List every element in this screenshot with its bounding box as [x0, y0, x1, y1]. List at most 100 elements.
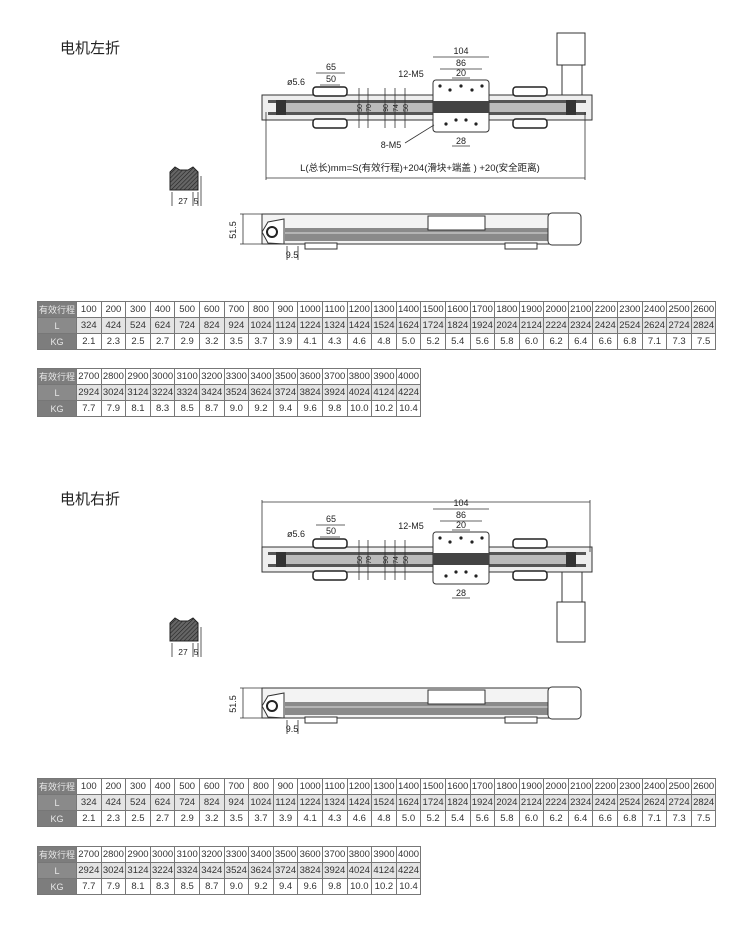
table-cell: 1224	[297, 317, 323, 334]
table-cell: 3900	[371, 846, 397, 863]
table-cell: 7.3	[666, 810, 692, 827]
table-cell: 4224	[395, 384, 422, 401]
table-cell: 2324	[567, 794, 594, 811]
table-cell: 8.5	[174, 878, 200, 895]
pulley-icon	[266, 700, 278, 712]
mounting-foot	[312, 538, 348, 549]
side-foot	[304, 242, 338, 250]
table-cell: 10.0	[346, 400, 373, 417]
table-cell: 2924	[76, 384, 102, 401]
mount-hole	[464, 118, 468, 122]
table-cell: 3024	[100, 862, 127, 879]
table-cell: 8.5	[174, 400, 200, 417]
mount-hole	[444, 122, 448, 126]
table-cell: 4000	[395, 368, 422, 385]
dim-51-5: 51.5	[228, 221, 238, 239]
dim-hole-diameter: ø5.6	[287, 77, 305, 87]
dim-20: 20	[456, 68, 466, 78]
dim-9-5: 9.5	[286, 250, 299, 260]
table-cell: 924	[223, 317, 250, 334]
table-cell: 7.1	[641, 333, 668, 350]
table-cell: 3224	[149, 384, 176, 401]
dim-vertical-v2: 70	[366, 556, 373, 564]
rail-edge	[268, 100, 586, 103]
table-cell: 3.9	[272, 333, 299, 350]
table-cell: 300	[125, 301, 151, 318]
table-cell: 1824	[444, 317, 471, 334]
table-cell: 5.4	[444, 810, 471, 827]
table-cell: 2224	[543, 317, 569, 334]
table-cell: 10.4	[395, 878, 422, 895]
table-cell: 3400	[248, 368, 274, 385]
table-cell: 600	[198, 778, 225, 795]
table-cell: 6.4	[567, 810, 594, 827]
mount-hole	[438, 84, 442, 88]
table-cell: 2900	[125, 368, 151, 385]
table-cell: 424	[100, 317, 127, 334]
section-title-left-motor: 电机左折	[60, 39, 121, 57]
table-cell: 3524	[223, 384, 250, 401]
table-cell: 2100	[567, 301, 594, 318]
table-cell: 2.5	[125, 333, 151, 350]
row-header: L	[37, 794, 77, 811]
table-cell: 100	[76, 778, 102, 795]
side-motor	[547, 212, 582, 246]
table-cell: 2.5	[125, 810, 151, 827]
table-cell: 1600	[444, 778, 471, 795]
table-cell: 3624	[248, 384, 274, 401]
dim-86: 86	[456, 58, 466, 68]
table-cell: 8.7	[198, 878, 225, 895]
side-carriage	[427, 689, 486, 705]
table-cell: 1800	[494, 301, 520, 318]
table-cell: 2600	[690, 301, 717, 318]
dim-hole-diameter: ø5.6	[287, 529, 305, 539]
table-cell: 5.6	[469, 333, 496, 350]
table-cell: 2.3	[100, 333, 127, 350]
table-cell: 9.2	[248, 878, 274, 895]
rail-edge	[268, 564, 586, 567]
table-cell: 4124	[371, 384, 397, 401]
table-cell: 724	[174, 794, 200, 811]
table-cell: 3100	[174, 846, 200, 863]
row-header: L	[37, 384, 77, 401]
table-cell: 2.7	[149, 810, 176, 827]
table-cell: 9.8	[321, 878, 348, 895]
table-cell: 2524	[617, 317, 643, 334]
table-cell: 5.0	[395, 333, 422, 350]
dim-27: 27	[178, 196, 188, 206]
dim-vertical-v5: 50	[403, 556, 410, 564]
table-cell: 5.8	[494, 333, 520, 350]
table-cell: 2424	[592, 317, 619, 334]
table-cell: 2624	[641, 317, 668, 334]
table-cell: 9.8	[321, 400, 348, 417]
side-motor	[547, 686, 582, 720]
dim-20: 20	[456, 520, 466, 530]
table-cell: 1924	[469, 317, 496, 334]
table-cell: 3.7	[248, 333, 274, 350]
table-cell: 524	[125, 794, 151, 811]
table-cell: 6.8	[617, 810, 643, 827]
row-header: L	[37, 317, 77, 334]
row-header: KG	[37, 810, 77, 827]
table-cell: 700	[223, 778, 250, 795]
table-cell: 800	[248, 778, 274, 795]
end-pulley	[276, 552, 286, 567]
end-pulley	[566, 100, 576, 115]
table-cell: 4.3	[321, 333, 348, 350]
leader-line	[404, 124, 435, 144]
dim-50: 50	[326, 526, 336, 536]
table-cell: 100	[76, 301, 102, 318]
table-cell: 4.6	[346, 810, 373, 827]
table-cell: 1700	[469, 301, 496, 318]
table-cell: 3800	[346, 846, 373, 863]
mount-hole	[480, 84, 484, 88]
dim-vertical-v3: 90	[383, 104, 390, 112]
table-cell: 4024	[346, 384, 373, 401]
motor-flange	[561, 569, 583, 603]
table-cell: 324	[76, 794, 102, 811]
table-cell: 5.2	[420, 333, 446, 350]
table-cell: 7.3	[666, 333, 692, 350]
